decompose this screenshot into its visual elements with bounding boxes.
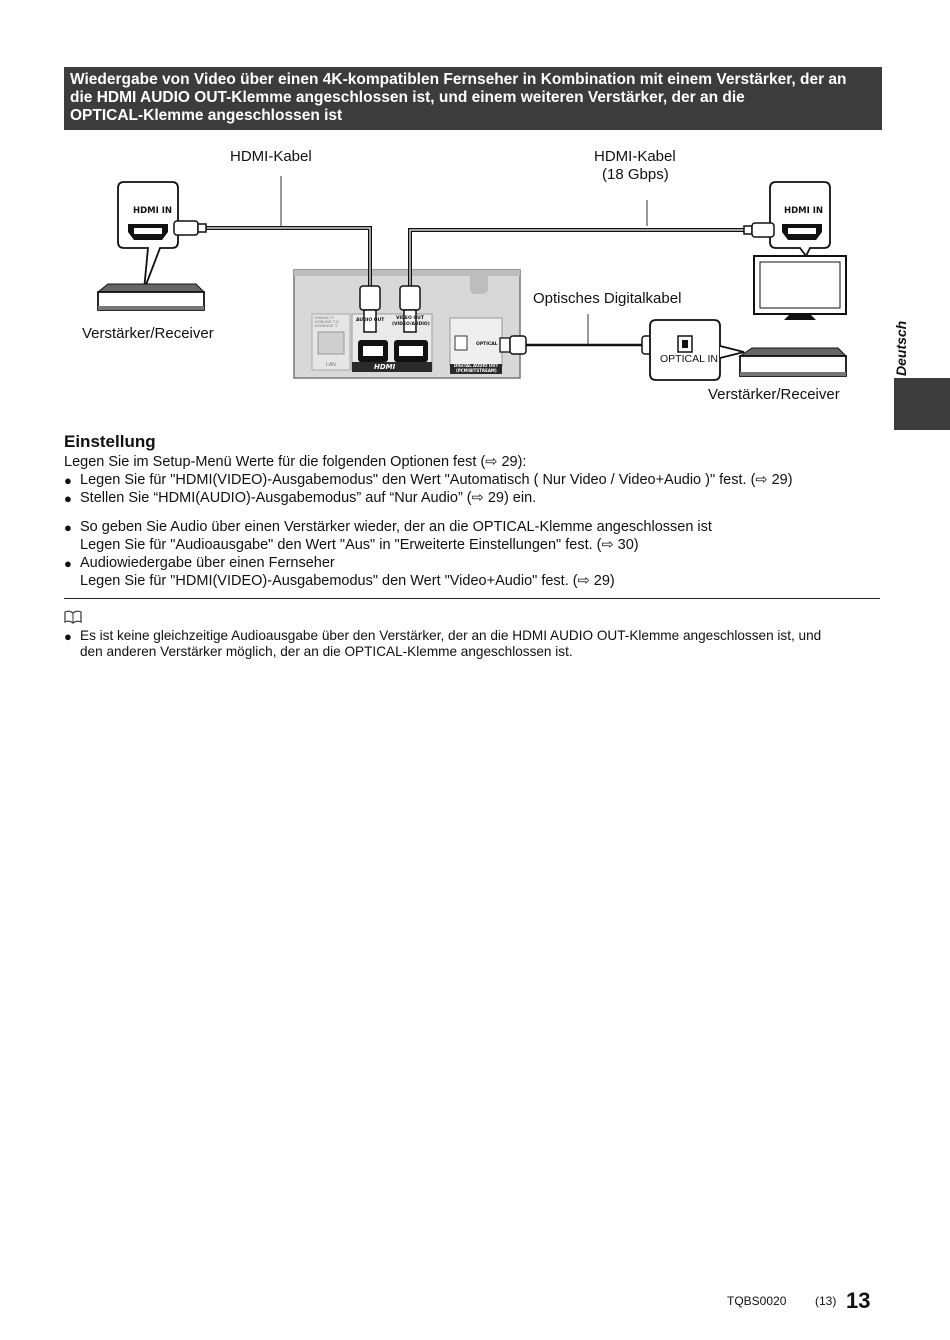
digital-audio-out-sub-label: (PCM/BITSTREAM) xyxy=(456,368,497,373)
bullet-dot: ● xyxy=(64,520,72,535)
bullet-dot: ● xyxy=(64,473,72,488)
lan-label: LAN xyxy=(326,362,336,368)
hdmi-in-left-bubble xyxy=(117,181,179,291)
page-number: 13 xyxy=(846,1288,871,1313)
hdmi-cable-right-label: HDMI-Kabel xyxy=(594,148,676,165)
section-intro: Legen Sie im Setup-Menü Werte für die fo… xyxy=(64,454,527,470)
header-line-3: OPTICAL-Klemme angeschlossen ist xyxy=(70,107,343,124)
receiver-left-illustration xyxy=(96,283,206,311)
digital-audio-out-label: DIGITAL AUDIO OUT xyxy=(454,363,499,368)
hdmi-in-right-text: HDMI IN xyxy=(784,206,824,216)
side-language-text: Deutsch xyxy=(893,321,909,376)
tv-illustration xyxy=(753,255,847,320)
book-icon xyxy=(64,610,82,624)
hdmi-cable-left-label: HDMI-Kabel xyxy=(230,148,312,165)
optical-in-text: OPTICAL IN xyxy=(660,353,718,365)
hdmi-in-left-text: HDMI IN xyxy=(133,206,173,216)
optical-label: OPTICAL xyxy=(476,342,498,347)
bullet-2: Stellen Sie “HDMI(AUDIO)-Ausgabemodus” a… xyxy=(80,490,537,506)
hdmi-logo: HDMI xyxy=(374,363,396,371)
optical-cable-label: Optisches Digitalkabel xyxy=(533,290,682,307)
player-back-panel xyxy=(293,269,521,379)
note-line-2: den anderen Verstärker möglich, der an d… xyxy=(80,644,573,659)
video-out-label: VIDEO OUT xyxy=(396,316,424,321)
side-tab-marker xyxy=(894,378,950,430)
video-out-sub-label: (VIDEO/AUDIO) xyxy=(392,322,430,327)
bullet-optical-detail: Legen Sie für "Audioausgabe" den Wert "A… xyxy=(80,537,639,553)
receiver-right-illustration xyxy=(738,347,848,377)
bullet-tv-detail: Legen Sie für "HDMI(VIDEO)-Ausgabemodus"… xyxy=(80,573,615,589)
side-language-label: Deutsch xyxy=(893,321,909,376)
audio-out-label: AUDIO OUT xyxy=(356,318,385,323)
bullet-1: Legen Sie für "HDMI(VIDEO)-Ausgabemodus"… xyxy=(80,472,793,488)
lan-port-label: 10BASE-T/ 100BASE-TX/ 1000BASE-T xyxy=(314,315,339,328)
hdmi-in-right-bubble xyxy=(769,181,831,258)
bullet-dot: ● xyxy=(64,629,72,644)
bullet-dot: ● xyxy=(64,556,72,571)
section-title: Einstellung xyxy=(64,432,156,451)
document-code: TQBS0020 xyxy=(727,1294,787,1308)
receiver-right-label: Verstärker/Receiver xyxy=(708,386,840,403)
header-line-1: Wiedergabe von Video über einen 4K-kompa… xyxy=(70,71,847,88)
hdmi-cable-right-speed: (18 Gbps) xyxy=(602,166,669,183)
bullet-dot: ● xyxy=(64,491,72,506)
connection-diagram xyxy=(96,176,848,381)
bullet-tv-title: Audiowiedergabe über einen Fernseher xyxy=(80,555,335,571)
receiver-left-label: Verstärker/Receiver xyxy=(82,325,214,342)
divider xyxy=(64,598,880,599)
section-header-bar: Wiedergabe von Video über einen 4K-kompa… xyxy=(64,67,882,130)
header-line-2: die HDMI AUDIO OUT-Klemme angeschlossen … xyxy=(70,89,745,106)
optical-in-bubble xyxy=(649,319,745,381)
note-line-1: Es ist keine gleichzeitige Audioausgabe … xyxy=(80,628,822,643)
page-number-small: (13) xyxy=(815,1294,837,1308)
bullet-optical-title: So geben Sie Audio über einen Verstärker… xyxy=(80,519,712,535)
